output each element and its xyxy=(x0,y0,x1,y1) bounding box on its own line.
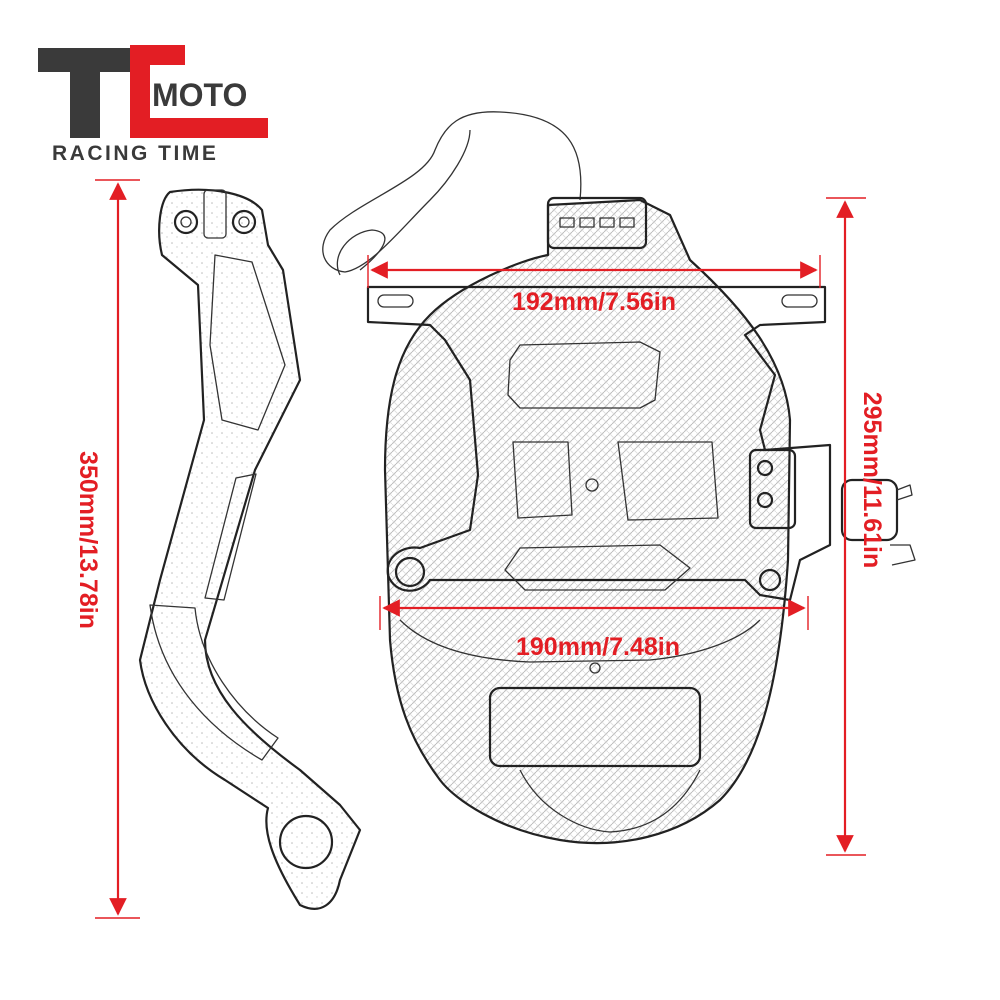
logo-name: MOTO xyxy=(152,77,247,113)
side-bracket-sketch xyxy=(138,188,362,910)
logo-tagline: RACING TIME xyxy=(52,142,218,165)
dimension-overall-height: 295mm/11.61in xyxy=(826,197,886,856)
logo-c-shape xyxy=(130,45,268,138)
dim-label-bracket-length: 350mm/13.78in xyxy=(74,451,102,629)
dim-label-plate-width-top: 192mm/7.56in xyxy=(512,288,676,316)
brand-logo: MOTO RACING TIME xyxy=(38,45,268,165)
dimension-plate-width-top: 192mm/7.56in xyxy=(367,255,821,316)
logo-t-stem xyxy=(70,48,100,138)
dim-label-overall-height: 295mm/11.61in xyxy=(858,392,886,569)
plate-holder-sketch xyxy=(322,111,916,845)
dimension-bracket-length: 350mm/13.78in xyxy=(74,179,140,919)
dimension-plate-width-bottom: 190mm/7.48in xyxy=(379,596,809,661)
dim-label-plate-width-bottom: 190mm/7.48in xyxy=(516,633,680,661)
